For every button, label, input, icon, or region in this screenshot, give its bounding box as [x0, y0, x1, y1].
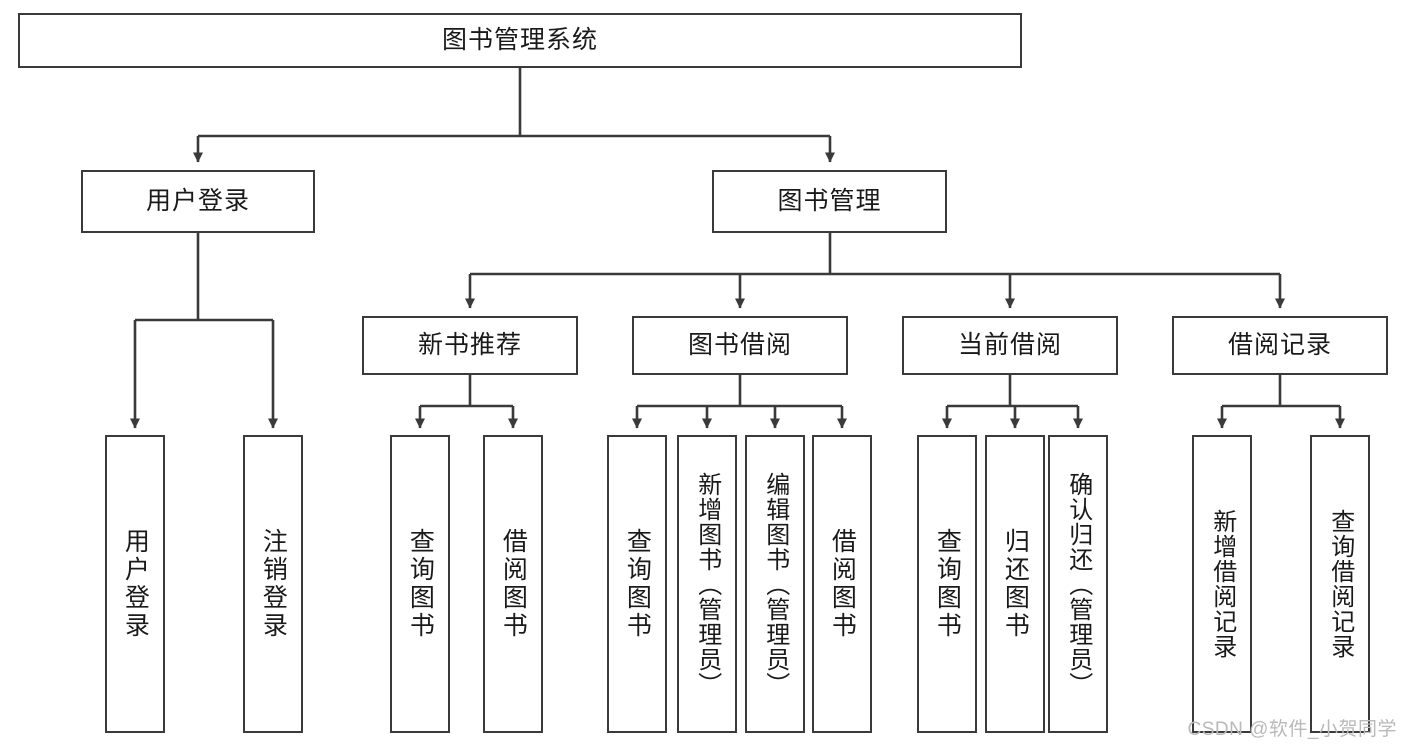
leaf-confirm-return-admin[interactable]: 确认归还（管理员） [1048, 435, 1108, 733]
leaf-user-login[interactable]: 用户登录 [105, 435, 165, 733]
node-user-login[interactable]: 用户登录 [81, 170, 315, 233]
node-current-borrow[interactable]: 当前借阅 [902, 316, 1118, 375]
leaf-borrow-query-book[interactable]: 查询图书 [607, 435, 667, 733]
node-book-borrow[interactable]: 图书借阅 [632, 316, 848, 375]
node-label: 新增借阅记录 [1208, 509, 1236, 659]
node-root-system[interactable]: 图书管理系统 [18, 13, 1022, 68]
node-label: 借阅图书 [828, 528, 857, 640]
node-label: 确认归还（管理员） [1064, 471, 1092, 697]
node-label: 查询借阅记录 [1326, 509, 1354, 659]
leaf-query-borrow-record[interactable]: 查询借阅记录 [1310, 435, 1370, 733]
leaf-recommend-query-book[interactable]: 查询图书 [390, 435, 450, 733]
node-label: 查询图书 [623, 528, 652, 640]
node-borrow-records[interactable]: 借阅记录 [1172, 316, 1388, 375]
node-book-management[interactable]: 图书管理 [712, 170, 947, 233]
node-new-book-recommend[interactable]: 新书推荐 [362, 316, 578, 375]
node-label: 用户登录 [121, 528, 150, 640]
leaf-add-borrow-record[interactable]: 新增借阅记录 [1192, 435, 1252, 733]
node-label: 用户登录 [145, 186, 250, 215]
leaf-add-book-admin[interactable]: 新增图书（管理员） [677, 435, 737, 733]
node-label: 归还图书 [1001, 528, 1030, 640]
node-label: 注销登录 [259, 528, 288, 640]
leaf-logout[interactable]: 注销登录 [243, 435, 303, 733]
node-label: 借阅记录 [1227, 330, 1332, 359]
node-label: 当前借阅 [957, 330, 1062, 359]
node-label: 新书推荐 [417, 330, 522, 359]
node-label: 图书借阅 [687, 330, 792, 359]
node-label: 图书管理系统 [441, 25, 598, 54]
node-label: 编辑图书（管理员） [761, 471, 789, 697]
node-label: 查询图书 [933, 528, 962, 640]
leaf-current-query-book[interactable]: 查询图书 [917, 435, 977, 733]
leaf-recommend-borrow-book[interactable]: 借阅图书 [483, 435, 543, 733]
node-label: 借阅图书 [499, 528, 528, 640]
leaf-borrow-borrow-book[interactable]: 借阅图书 [812, 435, 872, 733]
node-label: 图书管理 [777, 186, 882, 215]
watermark-text: CSDN @软件_小贺同学 [1187, 719, 1397, 740]
leaf-return-book[interactable]: 归还图书 [985, 435, 1045, 733]
node-label: 新增图书（管理员） [693, 471, 721, 697]
node-label: 查询图书 [406, 528, 435, 640]
leaf-edit-book-admin[interactable]: 编辑图书（管理员） [745, 435, 805, 733]
